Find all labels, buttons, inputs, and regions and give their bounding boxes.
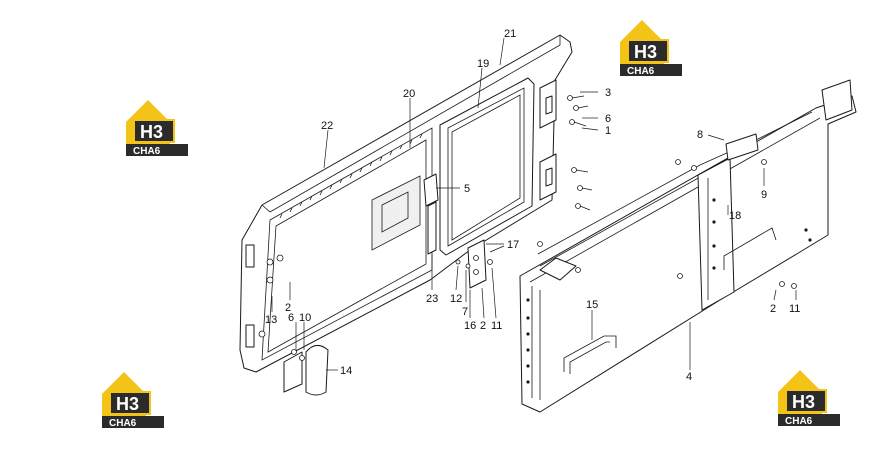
logo-top-text: H3: [116, 394, 139, 414]
brand-logo: H3 CHA6: [620, 20, 682, 77]
logo-bottom-text: CHA6: [785, 416, 813, 427]
callout-3: 3: [605, 87, 611, 99]
callout-17: 17: [507, 239, 519, 251]
cover-part-14: [283, 345, 329, 396]
callout-4: 4: [686, 371, 692, 383]
brand-logo: H3 CHA6: [126, 100, 188, 157]
callout-11-right: 11: [789, 303, 800, 315]
callout-6: 6: [605, 113, 611, 125]
callout-19: 19: [477, 58, 489, 70]
logo-bottom-text: CHA6: [109, 418, 137, 429]
callout-labels: 21 19 20 22 3 6 1 8 9 5 17 18 23 12 7 16…: [265, 28, 800, 383]
brand-logo: H3 CHA6: [778, 370, 840, 427]
callout-2-left: 2: [285, 302, 291, 314]
callout-1: 1: [605, 125, 611, 137]
callout-16: 16: [464, 320, 476, 332]
callout-18: 18: [729, 210, 741, 222]
logo-bottom-text: CHA6: [627, 66, 655, 77]
callout-2-right: 2: [770, 303, 776, 315]
callout-2: 2: [480, 320, 486, 332]
door-panel-assembly: [239, 34, 573, 373]
callout-11: 11: [491, 320, 502, 332]
callout-6-left: 6: [288, 312, 294, 324]
logo-bottom-text: CHA6: [133, 146, 161, 157]
callout-12: 12: [450, 293, 462, 305]
callout-9: 9: [761, 189, 767, 201]
logo-top-text: H3: [140, 122, 163, 142]
logo-top-text: H3: [792, 392, 815, 412]
callout-20: 20: [403, 88, 415, 100]
callout-22: 22: [321, 120, 333, 132]
callout-7: 7: [462, 306, 468, 318]
callout-5: 5: [464, 183, 470, 195]
callout-23: 23: [426, 293, 438, 305]
louver-slots: [279, 133, 423, 219]
callout-14: 14: [340, 365, 352, 377]
callout-21: 21: [504, 28, 516, 40]
callout-10: 10: [299, 312, 311, 324]
frame-holes: [526, 198, 812, 384]
logo-top-text: H3: [634, 42, 657, 62]
hinge-bracket-lower: [539, 153, 593, 211]
callout-13: 13: [265, 314, 277, 326]
brand-logo: H3 CHA6: [102, 372, 164, 429]
frame-assembly: [519, 79, 857, 413]
callout-15: 15: [586, 299, 598, 311]
callout-8: 8: [697, 129, 703, 141]
hinge-bracket-upper: [539, 79, 589, 129]
leader-lines: [271, 37, 797, 371]
